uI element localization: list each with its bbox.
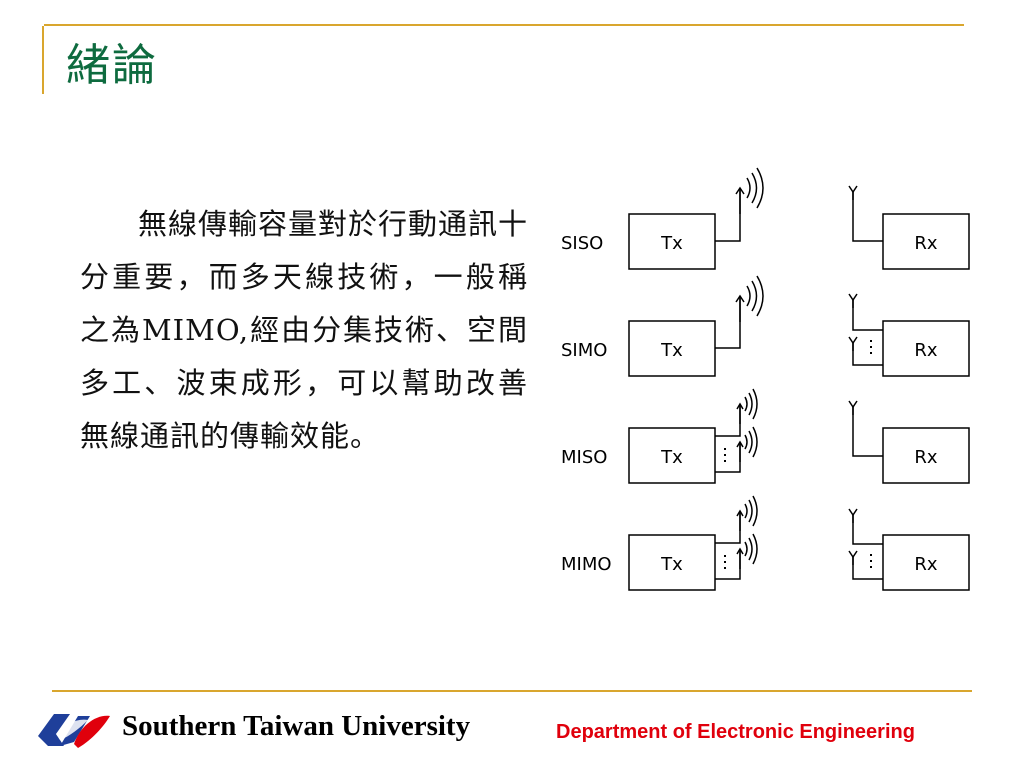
miso-rx-box [882,427,970,484]
miso-tx-box [628,427,716,484]
mimo-rx-box [882,534,970,591]
title-accent-bar [42,26,44,94]
siso-rx-box [882,213,970,270]
siso-rx-antenna-icon [848,185,858,201]
simo-label: SIMO [561,340,607,361]
simo-rx-label: Rx [914,340,938,361]
simo-tx-label: Tx [660,340,683,361]
miso-tx-label: Tx [660,447,683,468]
simo-rx-box [882,320,970,377]
siso-label: SISO [561,233,603,254]
mimo-tx-antenna-icon [736,495,758,532]
simo-row: SIMO Tx Rx [561,275,970,377]
university-logo-icon [38,714,110,748]
siso-tx-antenna-icon [735,167,764,215]
simo-rx-antenna-2-icon [848,336,858,352]
mimo-rx-label: Rx [914,554,938,575]
siso-row: SISO Tx Rx [561,167,970,270]
mimo-tx-box [628,534,716,591]
simo-tx-box [628,320,716,377]
slide-body-text: 無線傳輸容量對於行動通訊十分重要，而多天線技術，一般稱之為MIMO,經由分集技術… [80,207,529,453]
top-rule [44,24,964,26]
siso-tx-label: Tx [660,233,683,254]
miso-label: MISO [561,447,607,468]
slide-title: 緒論 [66,40,158,91]
mimo-row: MIMO Tx Rx [561,495,970,591]
mimo-tx-label: Tx [660,554,683,575]
footer-rule [52,690,972,692]
simo-tx-antenna-icon [735,275,764,323]
miso-tx-antenna-icon [736,388,758,425]
simo-rx-antenna-icon [848,293,858,309]
mimo-rx-antenna-icon [848,508,858,524]
miso-rx-antenna-icon [848,400,858,416]
miso-rx-label: Rx [914,447,938,468]
university-name: Southern Taiwan University [122,710,471,742]
miso-row: MISO Tx Rx [561,388,970,484]
department-name: Department of Electronic Engineering [556,721,915,743]
siso-rx-label: Rx [914,233,938,254]
mimo-label: MIMO [561,554,612,575]
mimo-rx-antenna-2-icon [848,550,858,566]
siso-tx-box [628,213,716,270]
antenna-configuration-diagram: SISO Tx Rx SIMO Tx Rx MISO Tx [561,167,970,591]
